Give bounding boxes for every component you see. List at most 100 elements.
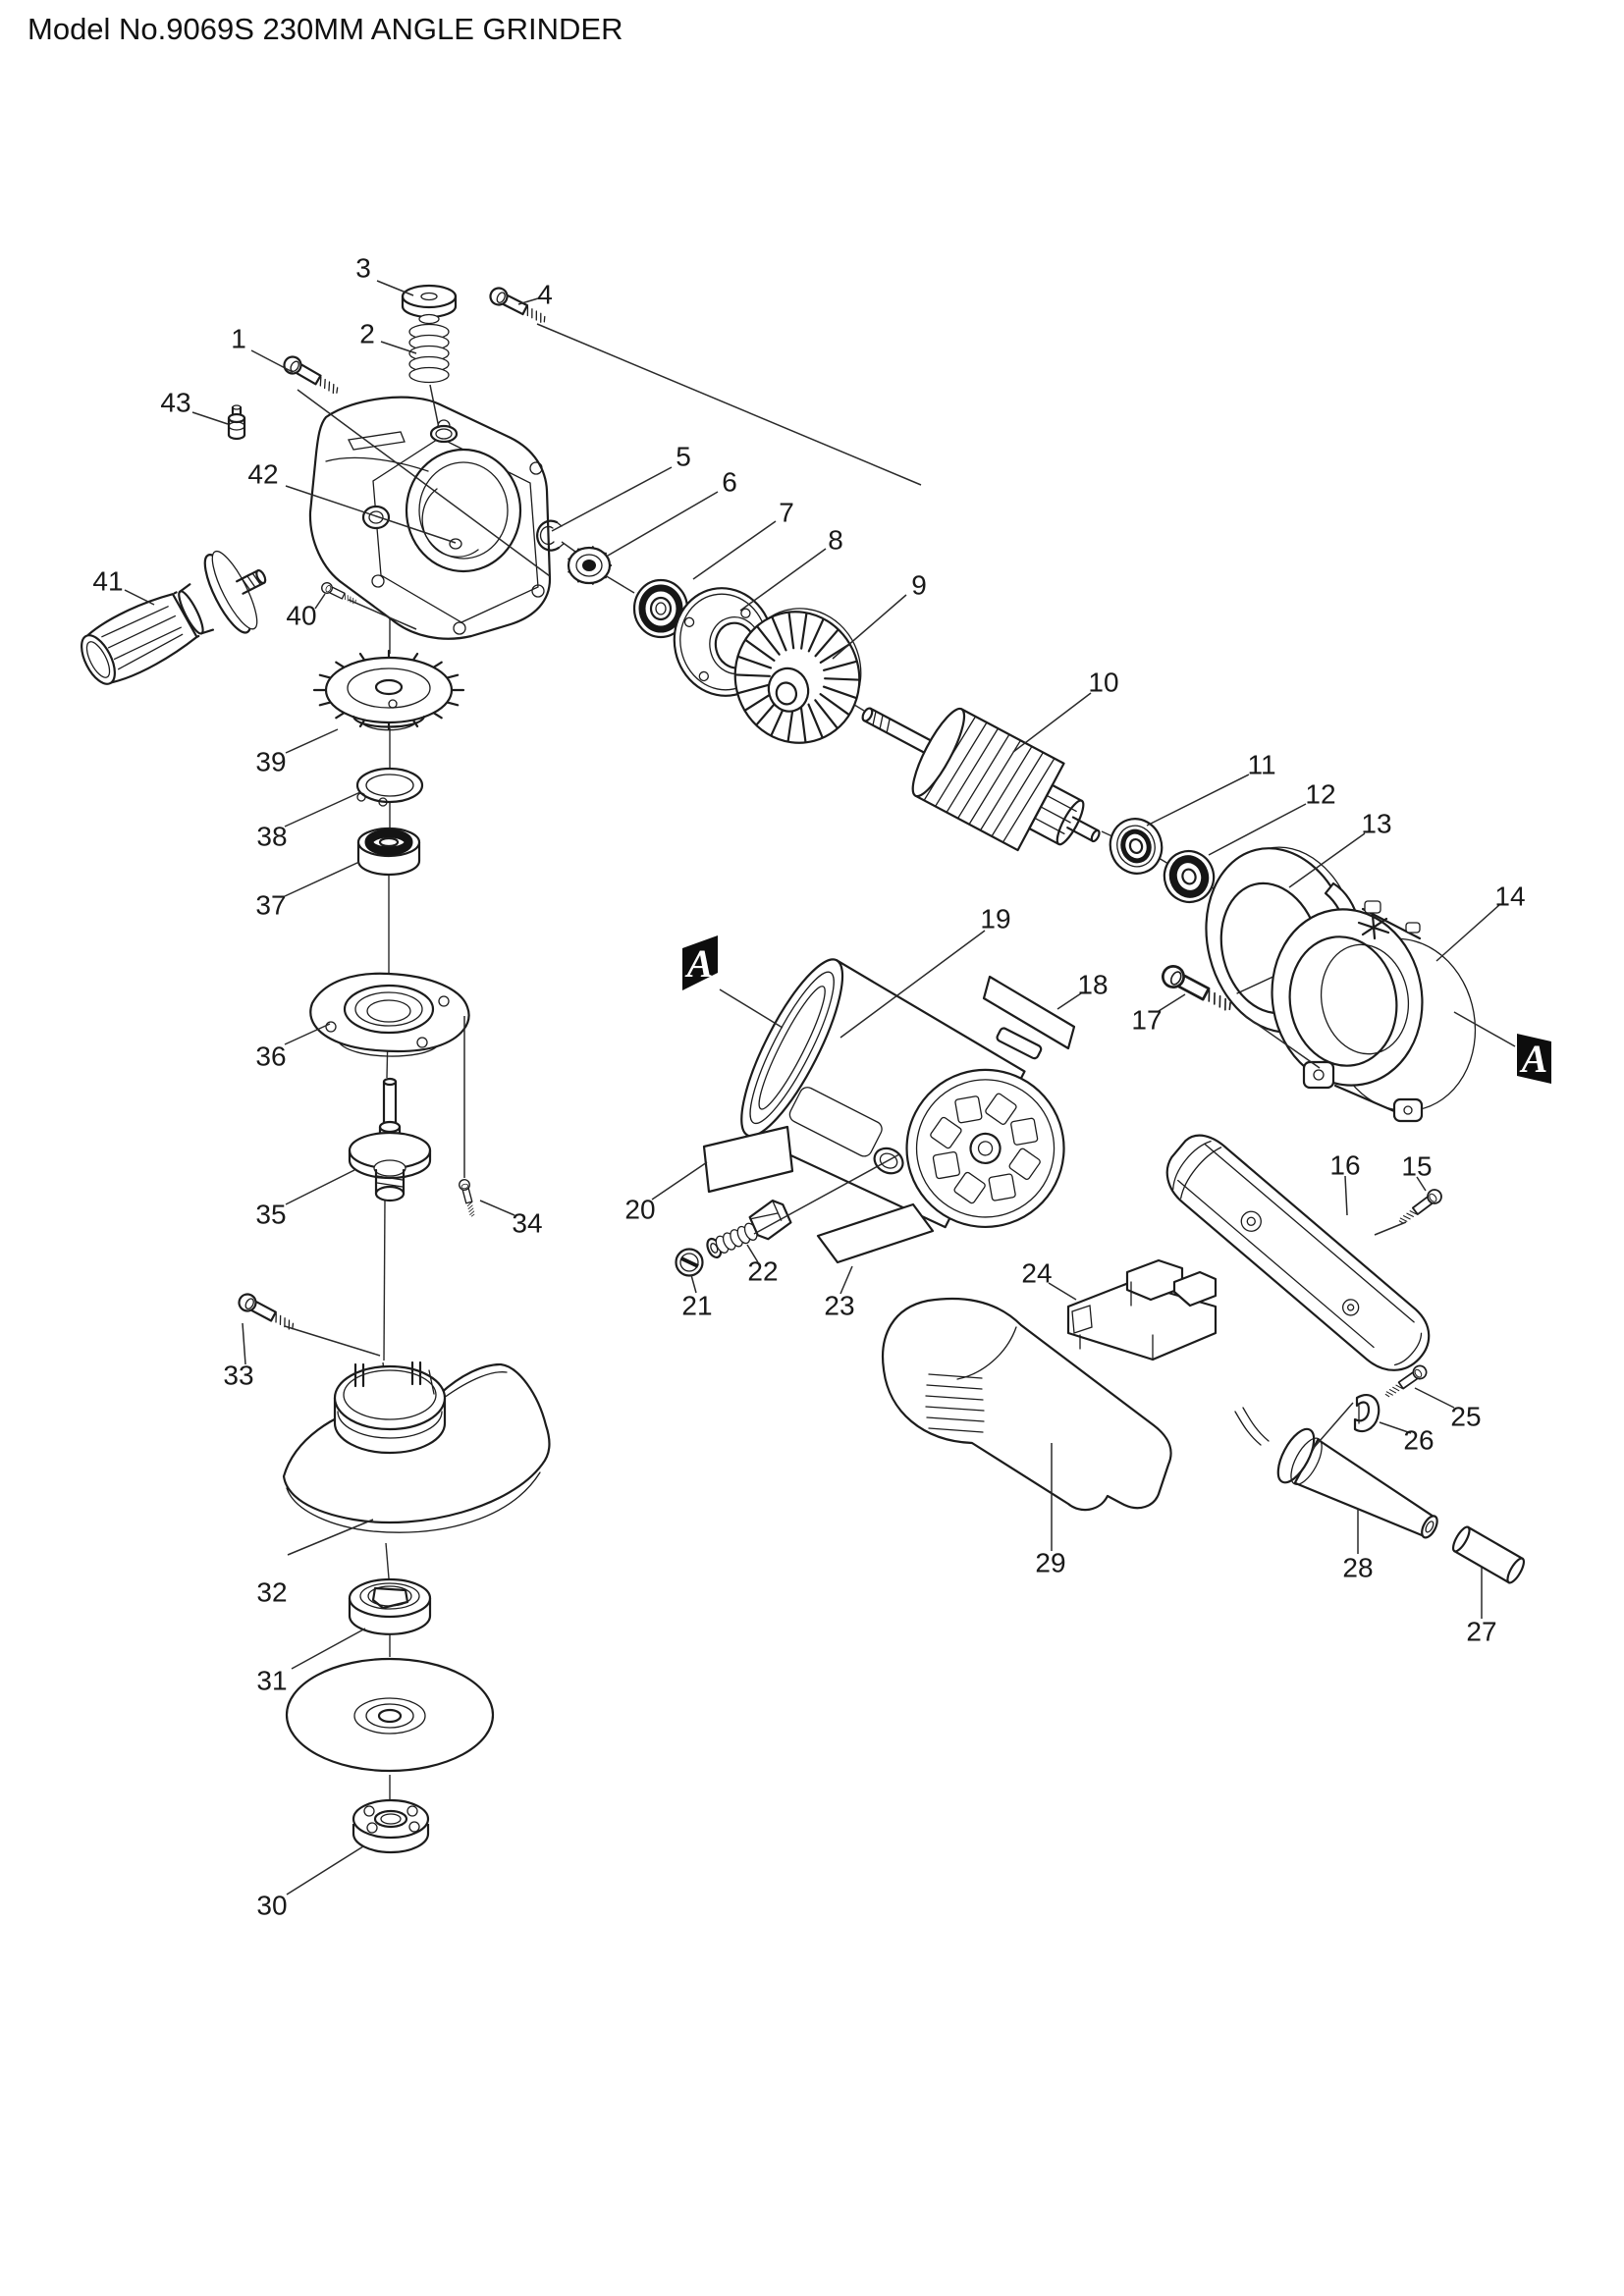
- radial-tick: [737, 655, 773, 669]
- leader-line: [692, 520, 777, 580]
- part-label-24: 24: [1021, 1258, 1052, 1289]
- part-name-plate-18: [982, 975, 1076, 1050]
- part-label-26: 26: [1403, 1425, 1434, 1456]
- leader-line: [1374, 1221, 1407, 1236]
- part-label-43: 43: [160, 388, 190, 418]
- part-nipple-43: [227, 404, 246, 441]
- view-marker-letter: A: [1519, 1037, 1548, 1081]
- radial-tick: [814, 699, 839, 729]
- leader-line: [832, 594, 907, 660]
- leader-line: [1416, 1176, 1427, 1192]
- part-wheel-guard-32: [282, 1361, 551, 1533]
- part-side-handle-41: [81, 550, 267, 685]
- leader-line: [1012, 692, 1092, 753]
- spindle-lock-hole: [429, 424, 459, 444]
- part-spindle-35: [348, 1077, 432, 1202]
- part-grinding-wheel: [285, 1657, 495, 1773]
- part-field-stator-14: [1271, 900, 1477, 1123]
- vent-slots: [925, 1373, 985, 1433]
- part-rear-handle-29: [882, 1297, 1172, 1512]
- part-cord-26-clamp: [1353, 1394, 1380, 1433]
- part-washer-11: [1109, 818, 1164, 875]
- part-label-13: 13: [1361, 809, 1391, 839]
- part-motor-housing-19: [740, 958, 1065, 1229]
- part-brush-holder-cap-21: [675, 1248, 704, 1277]
- leader-line: [536, 323, 922, 486]
- leader-line: [284, 861, 360, 897]
- part-label-34: 34: [512, 1208, 542, 1239]
- view-marker-box-left: [682, 935, 718, 990]
- radial-tick: [819, 643, 850, 664]
- part-label-9: 9: [911, 570, 927, 601]
- part-label-33: 33: [223, 1361, 253, 1391]
- part-label-35: 35: [255, 1200, 286, 1230]
- leader-line: [285, 728, 339, 754]
- leader-line: [1344, 1175, 1348, 1216]
- leader-line: [297, 389, 551, 577]
- part-label-11: 11: [1247, 750, 1275, 780]
- part-label-32: 32: [256, 1577, 287, 1608]
- leader-line: [739, 548, 827, 612]
- view-marker-leader: [719, 988, 784, 1029]
- leader-line: [746, 1244, 759, 1263]
- part-screw-1: [280, 352, 344, 400]
- view-markers: AA: [682, 935, 1551, 1084]
- radial-tick: [756, 625, 781, 656]
- leader-line: [1158, 993, 1186, 1012]
- radial-tick: [744, 639, 776, 662]
- leader-line: [1048, 1282, 1077, 1301]
- part-label-15: 15: [1401, 1151, 1432, 1182]
- leader-line: [1146, 774, 1250, 827]
- leader-line: [551, 466, 673, 532]
- part-label-2: 2: [359, 319, 375, 349]
- wire-mark-icon: [1357, 913, 1390, 940]
- part-clip-5: [536, 519, 565, 552]
- leader-line: [348, 599, 417, 630]
- view-marker-letter: A: [684, 941, 714, 986]
- leader-line: [1414, 1387, 1455, 1409]
- part-label-16: 16: [1329, 1150, 1360, 1181]
- radial-tick: [734, 673, 771, 677]
- part-label-42: 42: [247, 459, 278, 490]
- leader-line: [376, 280, 414, 296]
- leader-line: [314, 593, 326, 610]
- part-label-22: 22: [747, 1256, 778, 1287]
- leader-line: [284, 791, 361, 828]
- part-lock-nut-30: [352, 1798, 430, 1854]
- leader-line: [284, 1325, 381, 1357]
- part-label-23: 23: [824, 1291, 854, 1321]
- part-cord-guard-28: [1276, 1427, 1438, 1539]
- part-armature-10: [861, 707, 1101, 852]
- part-label-31: 31: [256, 1666, 287, 1696]
- leader-line: [1243, 1014, 1321, 1069]
- part-cap-3: [401, 284, 458, 325]
- radial-tick: [822, 660, 857, 671]
- leader-line: [690, 1274, 697, 1294]
- part-label-30: 30: [256, 1891, 287, 1921]
- leader-line: [291, 1628, 366, 1670]
- part-gear-housing-42: [308, 396, 552, 640]
- part-label-17: 17: [1131, 1005, 1162, 1036]
- view-marker-leader: [1453, 1011, 1516, 1047]
- part-switch-24: [1066, 1258, 1218, 1362]
- leader-line: [1379, 1421, 1412, 1434]
- part-label-29: 29: [1035, 1548, 1065, 1578]
- part-label-20: 20: [624, 1195, 655, 1225]
- leader-line: [284, 1023, 331, 1045]
- part-label-12: 12: [1305, 779, 1335, 810]
- part-inner-flange-31: [348, 1577, 432, 1635]
- leader-line: [287, 1519, 374, 1556]
- part-bearing-12: [1163, 849, 1216, 904]
- side-handle-hole: [361, 505, 391, 530]
- leader-line: [1435, 904, 1500, 962]
- page-title: Model No.9069S 230MM ANGLE GRINDER: [27, 12, 623, 46]
- part-bearing-7: [632, 578, 689, 639]
- leader-line: [1312, 1402, 1354, 1450]
- part-handle-cover-16: [1165, 1134, 1431, 1371]
- radial-tick: [819, 693, 850, 716]
- view-marker-box-right: [1517, 1034, 1551, 1084]
- part-label-5: 5: [676, 442, 691, 472]
- leader-line: [250, 349, 294, 373]
- leader-line: [607, 491, 719, 557]
